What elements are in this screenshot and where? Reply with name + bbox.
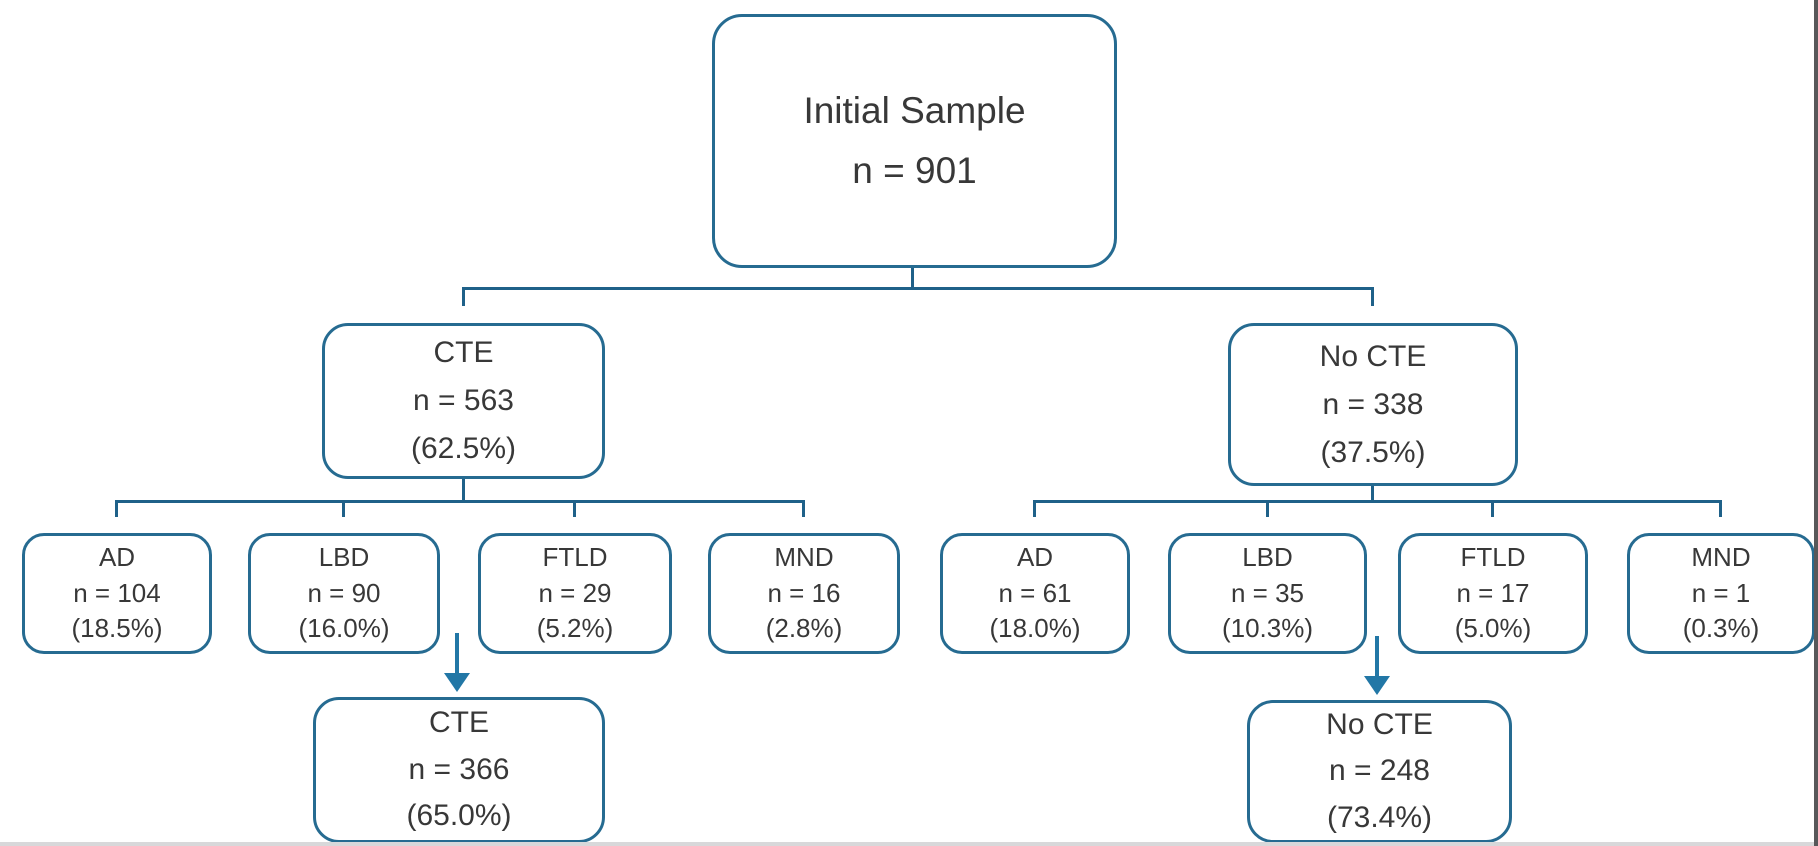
connector-stub-cte-lbd: [342, 500, 345, 517]
node-count: n = 17: [1456, 577, 1530, 608]
down-arrow-left-shaft: [455, 633, 459, 675]
connector-stub-nocte-mnd: [1719, 500, 1722, 517]
node-label: Initial Sample: [803, 90, 1026, 132]
node-count: n = 1: [1691, 577, 1751, 608]
connector-stub-cte-ftld: [573, 500, 576, 517]
node-count: n = 29: [538, 577, 612, 608]
page-right-edge: [1814, 0, 1818, 846]
connector-initial-drop: [911, 268, 914, 289]
node-count: n = 61: [998, 577, 1072, 608]
node-count: n = 16: [767, 577, 841, 608]
node-cte-lbd: LBD n = 90 (16.0%): [248, 533, 440, 654]
node-initial-sample: Initial Sample n = 901: [712, 14, 1117, 268]
node-label: MND: [774, 541, 834, 572]
node-cte-ftld: FTLD n = 29 (5.2%): [478, 533, 672, 654]
node-count: n = 90: [307, 577, 381, 608]
node-count: n = 366: [408, 752, 510, 786]
node-cte-mnd: MND n = 16 (2.8%): [708, 533, 900, 654]
node-outcome-no-cte: No CTE n = 248 (73.4%): [1247, 700, 1512, 843]
down-arrow-right-icon: [1364, 676, 1390, 695]
connector-rail-no-cte-children: [1035, 500, 1721, 503]
connector-stub-nocte-ad: [1033, 500, 1036, 517]
node-label: AD: [1016, 541, 1054, 572]
node-no-cte-ftld: FTLD n = 17 (5.0%): [1398, 533, 1588, 654]
connector-stub-nocte-ftld: [1491, 500, 1494, 517]
connector-no-cte-drop: [1371, 486, 1374, 500]
node-percent: (0.3%): [1682, 613, 1760, 644]
connector-stub-cte-ad: [115, 500, 118, 517]
connector-stub-nocte-lbd: [1266, 500, 1269, 517]
node-label: AD: [98, 541, 136, 572]
connector-cte-drop: [462, 479, 465, 500]
node-label: CTE: [433, 336, 494, 369]
node-count: n = 901: [852, 150, 977, 191]
node-percent: (10.3%): [1221, 613, 1314, 644]
node-count: n = 248: [1329, 754, 1430, 788]
node-count: n = 104: [73, 577, 161, 608]
node-label: LBD: [318, 541, 370, 572]
node-label: CTE: [429, 706, 489, 740]
down-arrow-right-shaft: [1375, 636, 1379, 678]
connector-stub-no-cte: [1371, 287, 1374, 306]
node-percent: (18.0%): [989, 613, 1081, 644]
node-percent: (5.2%): [536, 613, 614, 644]
node-no-cte: No CTE n = 338 (37.5%): [1228, 323, 1518, 486]
node-count: n = 563: [413, 384, 514, 417]
connector-rail-level1: [463, 287, 1373, 290]
node-percent: (18.5%): [71, 613, 163, 644]
node-outcome-cte: CTE n = 366 (65.0%): [313, 697, 605, 843]
node-label: FTLD: [542, 541, 608, 572]
node-cte: CTE n = 563 (62.5%): [322, 323, 605, 479]
connector-stub-cte-mnd: [802, 500, 805, 517]
node-count: n = 338: [1322, 387, 1424, 421]
node-no-cte-lbd: LBD n = 35 (10.3%): [1168, 533, 1367, 654]
node-label: LBD: [1242, 541, 1293, 572]
connector-stub-cte: [462, 287, 465, 306]
node-percent: (16.0%): [298, 613, 390, 644]
node-no-cte-ad: AD n = 61 (18.0%): [940, 533, 1130, 654]
page-bottom-edge: [0, 842, 1814, 846]
node-count: n = 35: [1230, 577, 1304, 608]
node-label: No CTE: [1326, 707, 1433, 741]
node-percent: (37.5%): [1320, 435, 1426, 469]
connector-rail-cte-children: [117, 500, 804, 503]
node-percent: (73.4%): [1326, 800, 1433, 834]
node-percent: (65.0%): [406, 799, 512, 833]
node-no-cte-mnd: MND n = 1 (0.3%): [1627, 533, 1815, 654]
node-label: MND: [1691, 541, 1751, 572]
node-cte-ad: AD n = 104 (18.5%): [22, 533, 212, 654]
down-arrow-left-icon: [444, 673, 470, 692]
node-percent: (5.0%): [1454, 613, 1532, 644]
node-percent: (2.8%): [765, 613, 843, 644]
node-label: FTLD: [1460, 541, 1526, 572]
node-percent: (62.5%): [410, 432, 517, 465]
node-label: No CTE: [1319, 339, 1427, 373]
